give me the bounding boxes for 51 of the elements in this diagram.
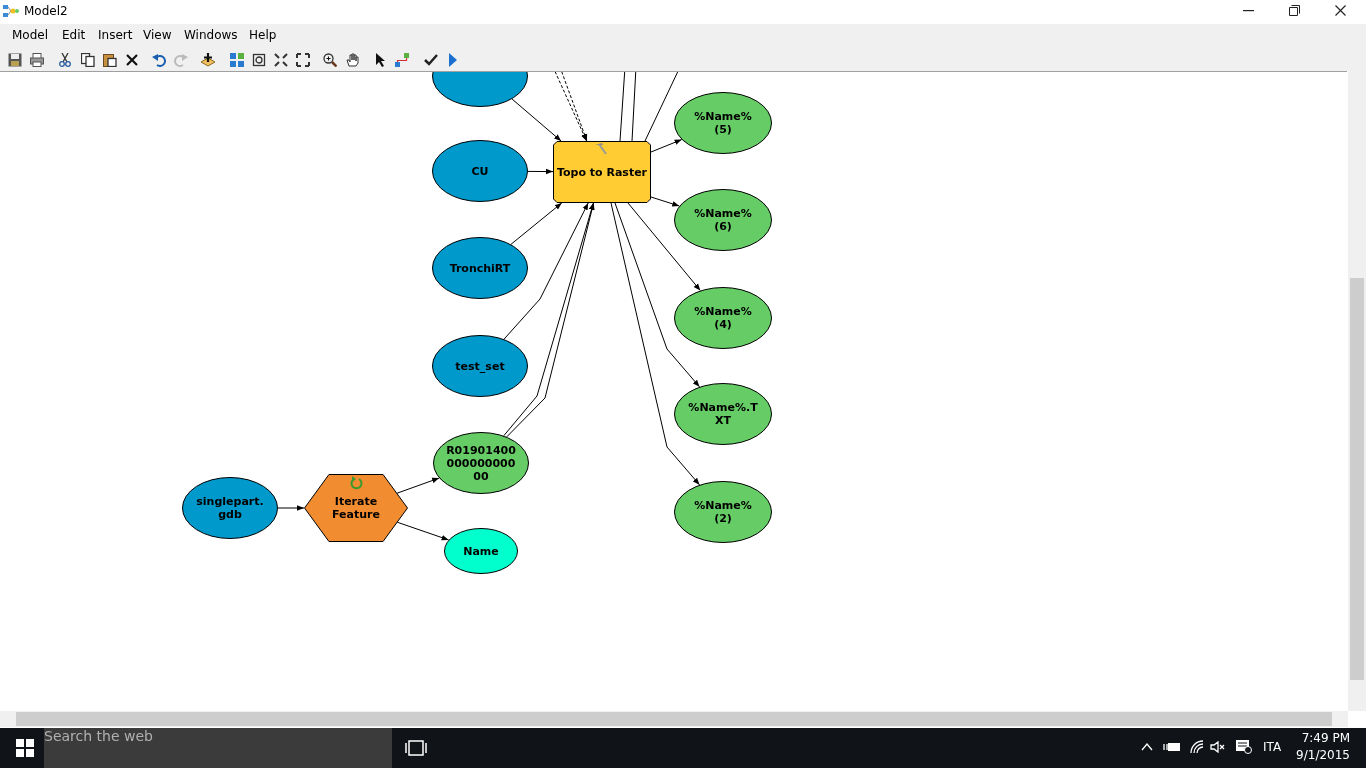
arrow bbox=[627, 202, 701, 291]
ellipse-node bbox=[432, 140, 528, 202]
clock-date: 9/1/2015 bbox=[1295, 748, 1350, 762]
hexagon-node bbox=[304, 474, 408, 542]
arrow bbox=[610, 202, 700, 486]
arrow bbox=[650, 196, 680, 207]
node-label: Name bbox=[462, 544, 500, 558]
ellipse-node bbox=[444, 528, 518, 574]
window-title: Model2 bbox=[24, 4, 68, 18]
node-label: %Name% (4) bbox=[693, 305, 753, 331]
ellipse-node bbox=[674, 481, 772, 543]
arrow bbox=[559, 72, 588, 142]
process-box bbox=[553, 141, 651, 203]
menu-item: View bbox=[143, 28, 172, 42]
ellipse-node bbox=[182, 477, 278, 539]
menu-item: Edit bbox=[62, 28, 86, 42]
ellipse-node bbox=[674, 92, 772, 154]
node-label: test_set bbox=[454, 359, 506, 373]
menu-item: Windows bbox=[184, 28, 238, 42]
clock-time: 7:49 PM bbox=[1300, 731, 1350, 745]
search-field: Search the web bbox=[44, 728, 392, 768]
node-label: %Name% (6) bbox=[693, 207, 753, 233]
arrow bbox=[511, 98, 562, 142]
node-label: TronchiRT bbox=[448, 261, 512, 275]
node-label: singlepart.gdb bbox=[195, 495, 265, 521]
ellipse-node bbox=[433, 432, 529, 494]
ellipse-node bbox=[432, 237, 528, 299]
arrow bbox=[503, 202, 589, 340]
ellipse-node bbox=[432, 335, 528, 397]
ellipse-node bbox=[674, 287, 772, 349]
arrow bbox=[277, 505, 305, 511]
language-indicator: ITA bbox=[1263, 740, 1282, 754]
arrow bbox=[527, 168, 554, 175]
arrow bbox=[396, 477, 440, 494]
menu-item: Help bbox=[249, 28, 277, 42]
menu-item: Model bbox=[12, 28, 49, 42]
menu-item: Insert bbox=[98, 28, 133, 42]
arrow bbox=[650, 139, 683, 153]
node-label: Topo to Raster bbox=[555, 165, 649, 179]
node-label: CU bbox=[470, 164, 490, 178]
arrow bbox=[510, 202, 563, 245]
arrow bbox=[552, 72, 588, 142]
node-label: Iterate Feature bbox=[331, 495, 381, 521]
arrow bbox=[396, 521, 450, 541]
node-label: %Name% (2) bbox=[693, 499, 753, 525]
ellipse-node bbox=[674, 383, 772, 445]
arrow bbox=[614, 202, 700, 388]
node-label: %Name%.TXT bbox=[687, 401, 759, 427]
ellipse-node bbox=[674, 189, 772, 251]
node-label: R0190140000000000000 bbox=[445, 443, 517, 483]
node-label: %Name% (5) bbox=[693, 110, 753, 136]
